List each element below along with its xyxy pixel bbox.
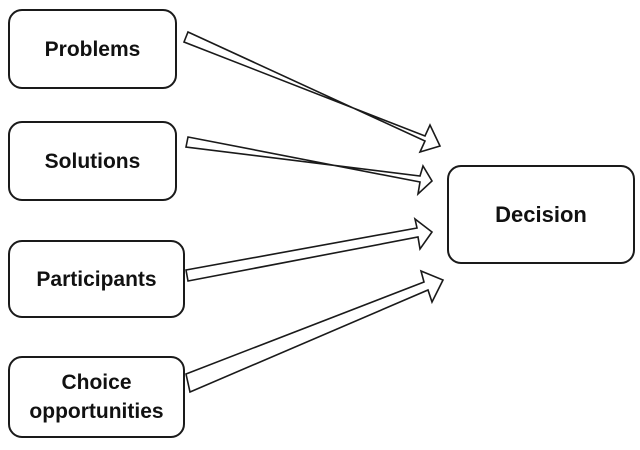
participants-node: Participants [8,240,185,318]
problems-label: Problems [44,37,141,61]
decision-label: Decision [495,202,587,227]
arrow-choice-to-decision [185,269,445,394]
arrow-problems-to-decision [182,30,442,154]
choice-opportunities-label: Choice opportunities [29,371,164,423]
solutions-label: Solutions [44,149,141,173]
decision-node: Decision [447,165,635,264]
choice-opportunities-node: Choice opportunities [8,356,185,438]
participants-label: Participants [36,267,157,291]
arrow-participants-to-decision [185,217,434,282]
arrow-solutions-to-decision [185,136,434,197]
solutions-node: Solutions [8,121,177,201]
problems-node: Problems [8,9,177,89]
